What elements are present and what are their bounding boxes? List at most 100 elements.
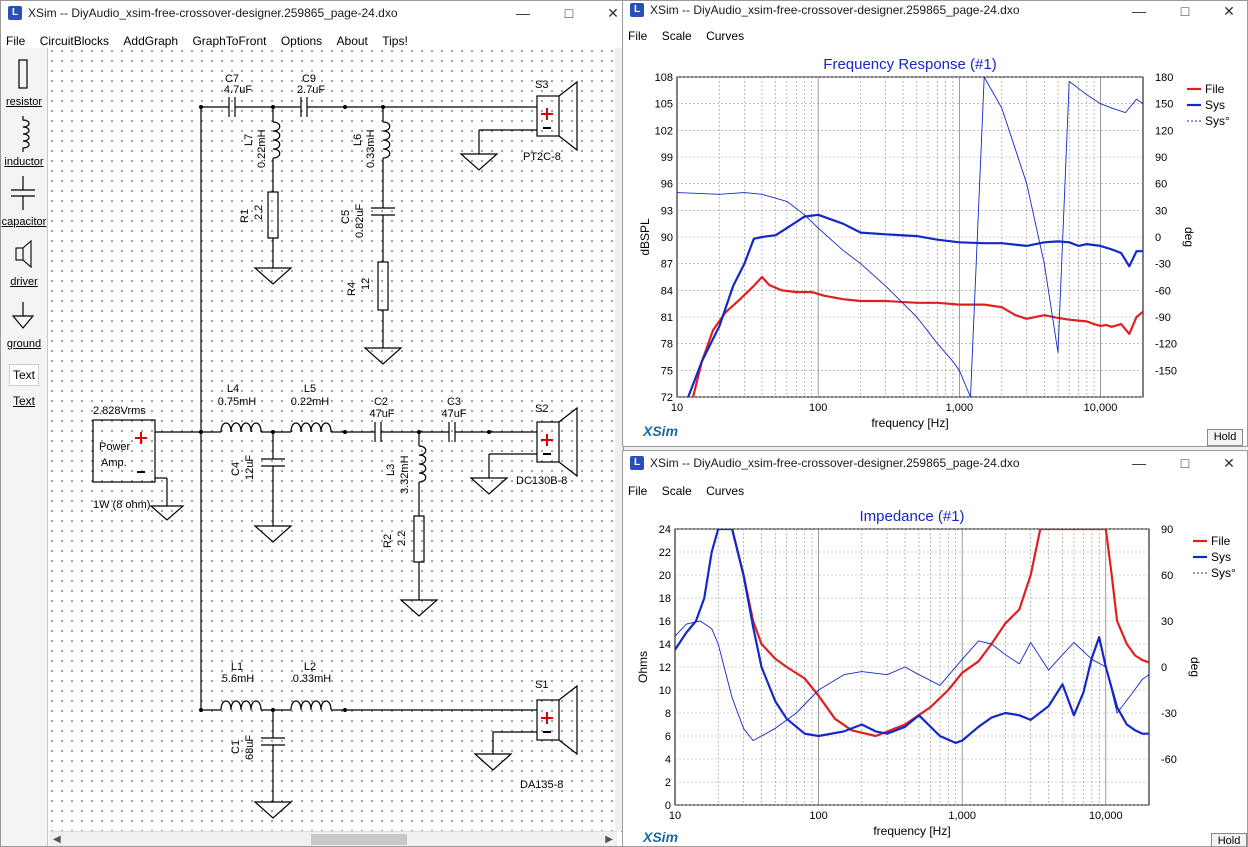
imp-menu-scale[interactable]: Scale	[661, 484, 692, 498]
tool-inductor[interactable]: inductor	[1, 114, 47, 170]
fr-menu-file[interactable]: File	[628, 29, 648, 43]
l7-value: 0.22mH	[256, 129, 268, 168]
l2-name: L2	[304, 661, 316, 673]
fr-menu-curves[interactable]: Curves	[706, 29, 745, 43]
legend-label: Sys	[1211, 550, 1231, 564]
menu-about[interactable]: About	[336, 34, 368, 48]
legend-label: Sys°	[1205, 114, 1230, 128]
frequency-response-chart[interactable]: 72757881848790939699102105108-150-120-90…	[623, 47, 1247, 447]
l4-value: 0.75mH	[218, 396, 257, 408]
y-tick-label: 96	[661, 179, 673, 191]
fr-menu-scale[interactable]: Scale	[661, 29, 692, 43]
tool-resistor[interactable]: resistor	[1, 56, 47, 112]
y-tick-label: 10	[659, 685, 671, 697]
y-tick-label: 24	[659, 524, 671, 536]
c3-name: C3	[447, 396, 461, 408]
minimize-button[interactable]: —	[516, 5, 530, 21]
c9-value: 2.7uF	[297, 84, 325, 96]
c1-value: 68uF	[244, 735, 256, 760]
resistor-icon	[18, 59, 28, 89]
close-button[interactable]: ✕	[607, 5, 619, 21]
fr-maximize-button[interactable]: □	[1180, 3, 1190, 19]
scroll-right-arrow[interactable]: ▶	[605, 834, 613, 845]
ground-icon	[11, 302, 35, 329]
amp-line1: Power	[99, 441, 131, 453]
y-tick-label: 22	[659, 547, 671, 559]
r1-value: 2.2	[253, 205, 265, 220]
s1-name: S1	[535, 679, 548, 691]
y2-axis-label: deg	[1188, 657, 1202, 677]
chart-title: Impedance (#1)	[859, 508, 964, 525]
c7-value: 4.7uF	[224, 84, 252, 96]
scroll-left-arrow[interactable]: ◀	[53, 834, 61, 845]
imp-close-button[interactable]: ✕	[1223, 455, 1235, 471]
y-tick-label: 108	[655, 72, 673, 84]
tool-driver[interactable]: driver	[1, 238, 47, 294]
tool-capacitor[interactable]: capacitor	[1, 174, 47, 230]
scroll-thumb[interactable]	[311, 834, 407, 845]
x-axis-label: frequency [Hz]	[871, 416, 948, 430]
c5-value: 0.82uF	[354, 203, 366, 238]
c7-name: C7	[225, 73, 239, 85]
l2-value: 0.33mH	[293, 673, 332, 685]
main-titlebar[interactable]: L XSim -- DiyAudio_xsim-free-crossover-d…	[1, 1, 623, 26]
y-tick-label: 99	[661, 152, 673, 164]
imp-maximize-button[interactable]: □	[1180, 455, 1190, 471]
s3-name: S3	[535, 79, 548, 91]
l7-name: L7	[243, 134, 255, 146]
s2-name: S2	[535, 403, 548, 415]
l6-value: 0.33mH	[365, 129, 377, 168]
y2-tick-label: 60	[1155, 179, 1167, 191]
y2-tick-label: -30	[1155, 259, 1171, 271]
series-line-sys-phase	[675, 620, 1149, 742]
schematic-vertical-scrollbar[interactable]	[615, 48, 623, 831]
fr-close-button[interactable]: ✕	[1223, 3, 1235, 19]
speaker-icon	[15, 239, 32, 269]
xsim-app-icon: L	[630, 3, 644, 17]
y-tick-label: 12	[659, 662, 671, 674]
component-toolbox: resistor inductor capacitor driver groun…	[1, 48, 48, 846]
r2-name: R2	[382, 534, 394, 548]
menu-addgraph[interactable]: AddGraph	[123, 34, 179, 48]
x-tick-label: 10	[669, 810, 681, 822]
xsim-app-icon: L	[630, 456, 644, 470]
fr-hold-button[interactable]: Hold	[1207, 429, 1243, 446]
fr-minimize-button[interactable]: —	[1132, 3, 1146, 19]
y2-tick-label: 90	[1161, 524, 1173, 536]
y2-tick-label: -150	[1155, 365, 1177, 377]
legend-label: Sys°	[1211, 566, 1236, 580]
y2-tick-label: -30	[1161, 708, 1177, 720]
maximize-button[interactable]: □	[564, 5, 574, 21]
imp-titlebar[interactable]: L XSim -- DiyAudio_xsim-free-crossover-d…	[623, 451, 1247, 475]
l5-value: 0.22mH	[291, 396, 330, 408]
schematic-canvas[interactable]: C7 4.7uF C9 2.7uF L7 0.22mH R1 2.2 L6 0.…	[49, 48, 623, 833]
amp-line2: Amp.	[101, 457, 127, 469]
fr-titlebar[interactable]: L XSim -- DiyAudio_xsim-free-crossover-d…	[623, 1, 1247, 21]
schematic-horizontal-scrollbar[interactable]: ◀ ▶	[49, 831, 617, 846]
y-tick-label: 4	[665, 754, 671, 766]
tool-text[interactable]: Text Text	[1, 360, 47, 410]
y-tick-label: 2	[665, 777, 671, 789]
y-tick-label: 93	[661, 205, 673, 217]
menu-graphtofront[interactable]: GraphToFront	[192, 34, 267, 48]
menu-options[interactable]: Options	[280, 34, 323, 48]
menu-circuitblocks[interactable]: CircuitBlocks	[39, 34, 110, 48]
imp-menu-file[interactable]: File	[628, 484, 648, 498]
tool-capacitor-label: capacitor	[1, 216, 47, 228]
menu-file[interactable]: File	[6, 34, 26, 48]
y-tick-label: 78	[661, 339, 673, 351]
schematic-svg[interactable]: C7 4.7uF C9 2.7uF L7 0.22mH R1 2.2 L6 0.…	[49, 48, 623, 833]
imp-minimize-button[interactable]: —	[1132, 455, 1146, 471]
menu-tips[interactable]: Tips!	[382, 34, 408, 48]
c5-name: C5	[340, 210, 352, 224]
y-tick-label: 105	[655, 99, 673, 111]
y2-tick-label: 30	[1155, 205, 1167, 217]
tool-resistor-label: resistor	[5, 96, 43, 108]
imp-hold-button[interactable]: Hold	[1211, 833, 1247, 846]
tool-ground[interactable]: ground	[1, 300, 47, 356]
y2-tick-label: 0	[1155, 232, 1161, 244]
y-tick-label: 84	[661, 285, 673, 297]
r1-name: R1	[239, 209, 251, 223]
imp-menu-curves[interactable]: Curves	[706, 484, 745, 498]
